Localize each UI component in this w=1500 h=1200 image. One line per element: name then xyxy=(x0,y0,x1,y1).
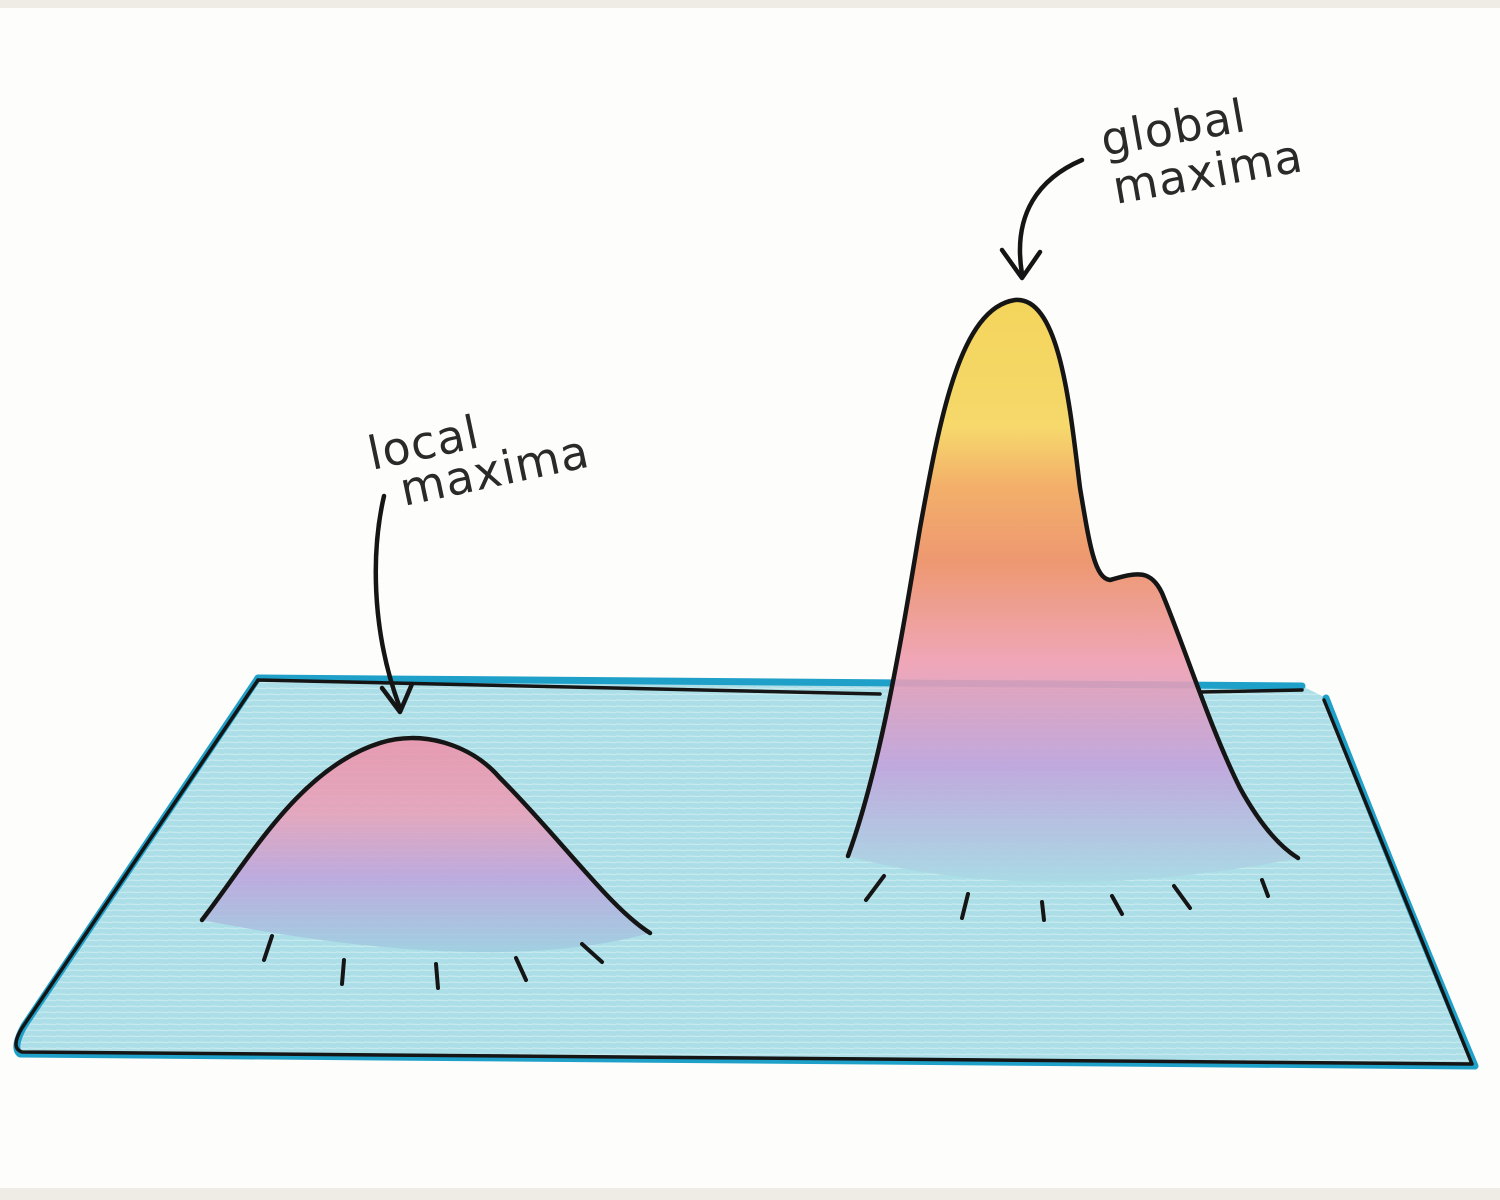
global-maxima-label: global maxima xyxy=(1097,88,1307,215)
local-maxima-arrow-icon xyxy=(373,493,415,715)
plane-outline xyxy=(14,678,1474,1066)
local-hill-ticks xyxy=(262,934,604,990)
local-maxima-hill-fill xyxy=(202,738,650,953)
global-maxima-arrow-icon xyxy=(999,157,1085,281)
global-hill-ticks xyxy=(864,874,1270,922)
maxima-diagram: local maxima global maxima xyxy=(13,88,1479,1070)
drawing-frame: local maxima global maxima xyxy=(0,8,1500,1188)
global-maxima-hill-outline xyxy=(845,297,1301,861)
global-maxima-hill-fill xyxy=(848,299,1298,883)
local-maxima-hill-outline xyxy=(199,735,653,936)
local-maxima-label: local maxima xyxy=(363,405,594,517)
